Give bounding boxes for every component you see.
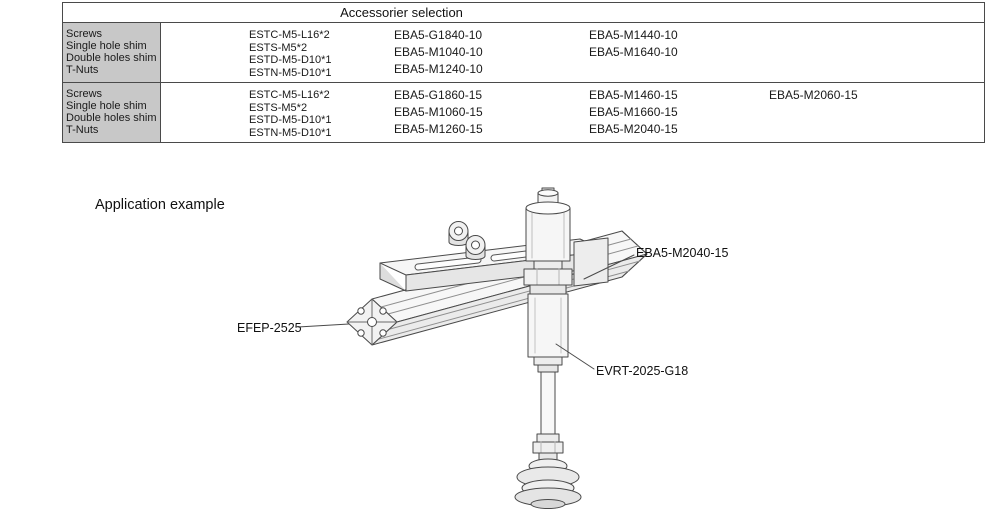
profile-corner-hole	[357, 329, 365, 337]
profile-corner-hole	[379, 307, 387, 315]
profile-center-hole	[367, 317, 377, 327]
table-row: Screws Single hole shim Double holes shi…	[63, 82, 984, 142]
part-number: ESTD-M5-D10*1	[249, 54, 332, 66]
part-number: ESTD-M5-D10*1	[249, 114, 332, 126]
callout-label-bracket: EBA5-M2040-15	[636, 246, 729, 260]
leader-line-profile	[297, 323, 350, 328]
callout-label-tool: EVRT-2025-G18	[596, 364, 689, 378]
table-row: Screws Single hole shim Double holes shi…	[63, 23, 984, 82]
part-number: EBA5-M2040-15	[589, 122, 678, 136]
eba-parts-cell: EBA5-M1440-10 EBA5-M1640-10	[586, 23, 766, 82]
est-parts-cell: ESTC-M5-L16*2 ESTS-M5*2 ESTD-M5-D10*1 ES…	[161, 83, 391, 142]
accessory-label: Single hole shim	[66, 40, 147, 52]
part-number: EBA5-M1640-10	[589, 45, 678, 59]
eba-parts-cell	[766, 23, 984, 82]
profile-corner-hole	[357, 307, 365, 315]
callout-label-profile: EFEP-2525	[237, 321, 302, 335]
part-number: EBA5-M1240-10	[394, 62, 483, 76]
part-number: EBA5-M1460-15	[589, 88, 678, 102]
part-number: ESTS-M5*2	[249, 101, 308, 114]
application-example-title: Application example	[95, 197, 225, 213]
part-number: ESTC-M5-L16*2	[249, 89, 330, 101]
part-number: ESTN-M5-D10*1	[249, 66, 332, 79]
accessory-label: Screws	[66, 88, 103, 100]
part-number: EBA5-G1860-15	[394, 88, 483, 102]
leader-line-tool	[555, 343, 595, 370]
leader-line-bracket	[583, 254, 635, 280]
accessory-label: Single hole shim	[66, 100, 147, 112]
vacuum-tool	[523, 187, 573, 461]
est-parts-cell: ESTC-M5-L16*2 ESTS-M5*2 ESTD-M5-D10*1 ES…	[161, 23, 391, 82]
part-number: EBA5-M1060-15	[394, 105, 483, 119]
accessory-labels-cell: Screws Single hole shim Double holes shi…	[63, 23, 161, 82]
accessories-table: Accessorier selection Screws Single hole…	[62, 2, 985, 143]
eba-parts-cell: EBA5-G1840-10 EBA5-M1040-10 EBA5-M1240-1…	[391, 23, 586, 82]
accessory-label: T-Nuts	[66, 64, 99, 76]
accessory-label: Double holes shim	[66, 112, 157, 124]
part-number: EBA5-M2060-15	[769, 88, 858, 102]
part-number: EBA5-M1040-10	[394, 45, 483, 59]
eba-parts-cell: EBA5-M1460-15 EBA5-M1660-15 EBA5-M2040-1…	[586, 83, 766, 142]
part-number: EBA5-M1260-15	[394, 122, 483, 136]
part-number: ESTC-M5-L16*2	[249, 29, 330, 41]
accessory-label: Double holes shim	[66, 52, 157, 64]
accessory-labels-cell: Screws Single hole shim Double holes shi…	[63, 83, 161, 142]
eba-parts-cell: EBA5-M2060-15	[766, 83, 984, 142]
part-number: EBA5-M1660-15	[589, 105, 678, 119]
part-number: ESTS-M5*2	[249, 41, 308, 54]
eba-parts-cell: EBA5-G1860-15 EBA5-M1060-15 EBA5-M1260-1…	[391, 83, 586, 142]
profile-corner-hole	[379, 329, 387, 337]
suction-cup	[514, 458, 582, 509]
table-title: Accessorier selection	[63, 3, 984, 23]
part-number: ESTN-M5-D10*1	[249, 126, 332, 139]
thumb-screws	[448, 221, 486, 260]
accessory-label: Screws	[66, 28, 103, 40]
application-drawing	[297, 187, 648, 509]
part-number: EBA5-M1440-10	[589, 28, 678, 42]
leader-lines	[297, 254, 635, 370]
accessory-label: T-Nuts	[66, 124, 99, 136]
part-number: EBA5-G1840-10	[394, 28, 483, 42]
